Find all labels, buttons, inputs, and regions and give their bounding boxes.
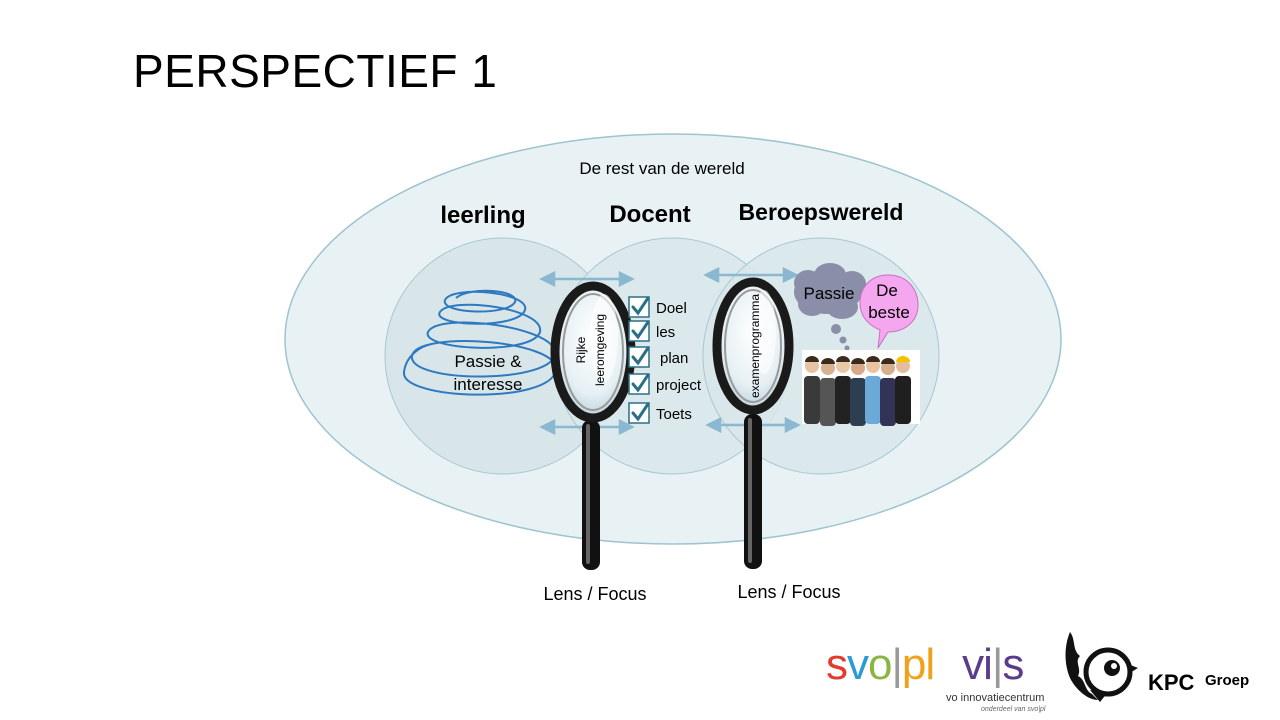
kpc-groep-text: Groep — [1205, 672, 1250, 689]
lens-left-label-line1: Rijke — [574, 336, 588, 363]
checklist-item: Toets — [656, 406, 692, 423]
heading-beroepswereld: Beroepswereld — [739, 199, 904, 225]
checkmark-icon — [631, 346, 650, 366]
person-figure — [865, 376, 881, 424]
logo-vi: vi — [962, 640, 993, 689]
lens-right-label: examenprogramma — [748, 294, 762, 398]
person-head — [821, 361, 835, 375]
speech-bubble-line2: beste — [868, 303, 910, 322]
checkmark-icon — [631, 373, 650, 393]
person-figure — [835, 376, 851, 424]
person-hair — [866, 356, 880, 362]
person-head — [881, 361, 895, 375]
speech-bubble — [859, 274, 919, 349]
person-hair — [821, 358, 835, 364]
thought-bubble-text: Passie — [803, 284, 854, 303]
person-figure — [850, 378, 866, 426]
person-head — [866, 359, 880, 373]
checklist-item: plan — [660, 350, 688, 367]
arrow-top-left — [539, 270, 635, 288]
person-hair — [836, 356, 850, 362]
person-hair — [851, 358, 865, 364]
person-head — [851, 361, 865, 375]
person-figure — [804, 376, 820, 424]
person-head — [805, 359, 819, 373]
heading-leerling: leerling — [440, 202, 525, 229]
person-figure — [895, 376, 911, 424]
passie-interesse-line1: Passie & — [454, 352, 522, 371]
person-hair — [805, 356, 819, 362]
speech-bubble-line1: De — [876, 281, 898, 300]
person-hair — [881, 358, 895, 364]
checkmark-icon — [631, 296, 650, 316]
logo-s: s — [1002, 640, 1024, 689]
logo-svo: svo — [826, 640, 893, 689]
logo-subtitle-small: onderdeel van svo|pl — [981, 706, 1046, 713]
professionals-photo — [802, 350, 920, 426]
person-figure — [880, 378, 896, 426]
logo-pl: pl — [901, 640, 935, 689]
lens-caption-left: Lens / Focus — [543, 584, 646, 604]
kpc-logo-text: KPC — [1148, 670, 1195, 695]
lens-left-label-line2: leeromgeving — [593, 314, 607, 386]
passie-interesse-line2: interesse — [454, 375, 523, 394]
arrow-top-right — [703, 266, 799, 284]
logo-subtitle: vo innovatiecentrum — [946, 692, 1045, 704]
checklist-item: project — [656, 377, 702, 394]
person-head — [896, 359, 910, 373]
person-figure — [820, 378, 836, 426]
checkmark-icon — [631, 320, 650, 340]
magnifier-right-icon — [712, 277, 794, 569]
hardhat — [896, 356, 910, 362]
checkmark-icon — [631, 402, 650, 422]
checklist-item: Doel — [656, 300, 687, 317]
page-title: PERSPECTIEF 1 — [133, 45, 498, 97]
checklist-item: les — [656, 324, 675, 341]
heading-docent: Docent — [609, 201, 690, 228]
person-head — [836, 359, 850, 373]
world-label: De rest van de wereld — [579, 159, 744, 178]
kpc-bird-logo — [1065, 632, 1138, 702]
thought-bubble — [794, 263, 866, 351]
lens-caption-right: Lens / Focus — [737, 582, 840, 602]
magnifier-left-icon — [550, 281, 636, 570]
